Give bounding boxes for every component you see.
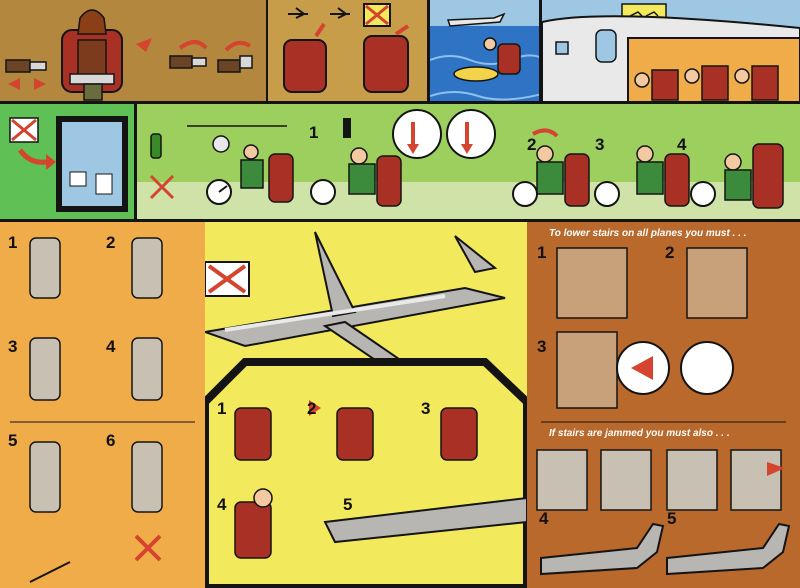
seat-recline-illustration	[283, 3, 410, 93]
water-landing-panel	[430, 0, 542, 104]
lavatory-illustration	[9, 116, 128, 212]
seat-step-3: 3	[421, 399, 431, 418]
oxygen-step-4: 4	[677, 135, 687, 154]
door-step-3: 3	[8, 337, 18, 356]
door-step-6: 6	[106, 431, 116, 450]
oxygen-step-2: 2	[527, 135, 537, 154]
arrow-icon	[8, 78, 20, 90]
cabin-map-panel: 1 2 3 4 5	[205, 222, 527, 588]
brace-position-illustration	[542, 3, 800, 101]
oxygen-step-1: 1	[309, 123, 319, 142]
oxygen-illustration	[137, 109, 800, 219]
stairs-step-3: 3	[537, 337, 547, 356]
oxygen-panel: 1 2 3 4	[137, 104, 800, 222]
brace-position-panel	[542, 0, 800, 104]
stairs-step-5: 5	[667, 509, 677, 528]
cabin-map-illustration	[205, 231, 527, 588]
door-step-5: 5	[8, 431, 18, 450]
stairs-lower-heading: To lower stairs on all planes you must .…	[549, 228, 747, 239]
seat-step-5: 5	[343, 495, 353, 514]
door-step-4: 4	[106, 337, 116, 356]
stairs-step-4: 4	[539, 509, 549, 528]
stairs-jammed-heading: If stairs are jammed you must also . . .	[549, 428, 730, 439]
door-step-1: 1	[8, 233, 18, 252]
door-step-2: 2	[106, 233, 116, 252]
oxygen-step-3: 3	[595, 135, 605, 154]
seatbelt-panel	[0, 0, 268, 104]
seat-step-1: 1	[217, 399, 227, 418]
stairs-panel: To lower stairs on all planes you must .…	[527, 222, 800, 588]
door-illustration	[10, 237, 195, 583]
stairs-step-1: 1	[537, 243, 547, 262]
lavatory-panel	[0, 104, 137, 222]
stairs-step-2: 2	[665, 243, 675, 262]
water-landing-illustration	[430, 0, 539, 101]
seatbelt-illustration	[5, 9, 253, 101]
seat-step-4: 4	[217, 495, 227, 514]
door-panel: 1 2 3 4 5 6	[0, 222, 205, 588]
seat-step-2: 2	[307, 399, 317, 418]
stairs-illustration	[536, 247, 791, 576]
seat-recline-panel	[268, 0, 430, 104]
